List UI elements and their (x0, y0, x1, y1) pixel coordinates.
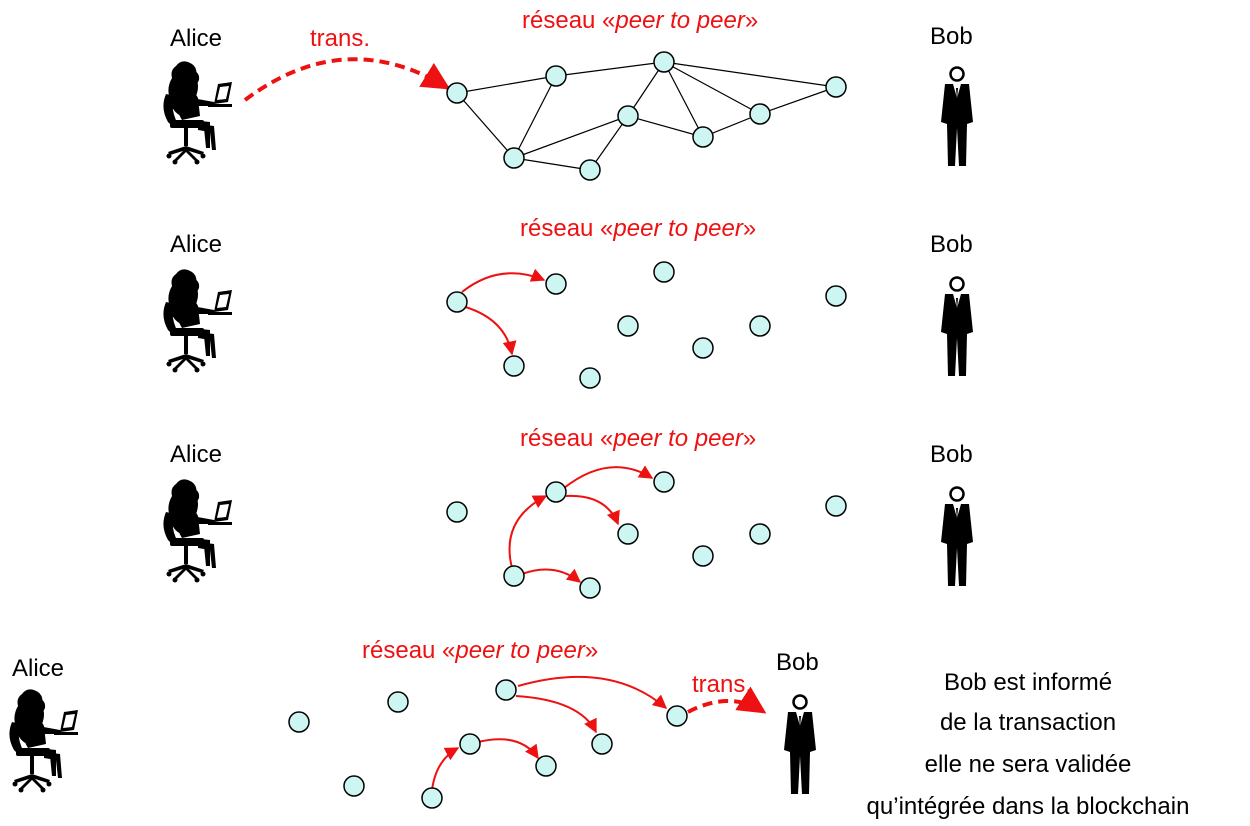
network-node (503, 355, 525, 377)
network-node (421, 787, 443, 809)
network-node (503, 565, 525, 587)
network-node (288, 711, 310, 733)
network-node (617, 315, 639, 337)
network-node (692, 337, 714, 359)
network-node (825, 76, 847, 98)
network-label: réseau «peer to peer» (520, 425, 756, 452)
network-node (446, 501, 468, 523)
person-at-computer-icon (163, 269, 232, 373)
standing-person-icon (939, 486, 975, 586)
network-node (545, 65, 567, 87)
alice-label: Alice (170, 231, 222, 258)
network-node (591, 733, 613, 755)
network-node (653, 51, 675, 73)
network-node (545, 481, 567, 503)
propagation-arrows (431, 675, 668, 791)
propagation-arrows (508, 465, 654, 583)
network-nodes (288, 679, 688, 809)
transfer-arrow-alice-to-network (243, 57, 451, 102)
network-node (749, 103, 771, 125)
note-line: qu’intégrée dans la blockchain (867, 793, 1190, 820)
network-node (749, 315, 771, 337)
network-node (459, 733, 481, 755)
network-node (446, 291, 468, 313)
propagation-arrows (461, 268, 546, 356)
person-at-computer-icon (9, 689, 78, 793)
note-line: de la transaction (940, 709, 1116, 736)
network-node (617, 523, 639, 545)
network-nodes (446, 471, 847, 599)
note-line: elle ne sera validée (925, 751, 1132, 778)
network-nodes (446, 261, 847, 389)
panel-1-broadcast: Alice réseau «peer to peer» trans. (163, 7, 975, 181)
panel-2-propagation: Alice réseau «peer to peer» Bob (163, 215, 975, 389)
standing-person-icon (939, 66, 975, 166)
network-node (343, 775, 365, 797)
bob-label: Bob (930, 231, 973, 258)
alice-label: Alice (170, 441, 222, 468)
bob-label: Bob (930, 23, 973, 50)
network-label: réseau «peer to peer» (520, 215, 756, 242)
transfer-arrow-network-to-bob (687, 686, 767, 714)
person-at-computer-icon (163, 61, 232, 165)
alice-label: Alice (12, 655, 64, 682)
network-node (825, 285, 847, 307)
bob-label: Bob (930, 441, 973, 468)
network-node (692, 126, 714, 148)
network-node (545, 273, 567, 295)
transfer-label: trans. (692, 671, 752, 698)
network-node (617, 105, 639, 127)
standing-person-icon (782, 694, 818, 794)
network-node (446, 82, 468, 104)
network-node (579, 159, 601, 181)
transfer-label: trans. (310, 25, 370, 52)
network-node (535, 755, 557, 777)
bob-label: Bob (776, 649, 819, 676)
final-note: Bob est informé de la transaction elle n… (867, 669, 1190, 820)
network-node (653, 261, 675, 283)
network-node (579, 367, 601, 389)
network-node (666, 705, 688, 727)
alice-label: Alice (170, 25, 222, 52)
network-node (749, 523, 771, 545)
network-node (503, 147, 525, 169)
network-node (653, 471, 675, 493)
standing-person-icon (939, 276, 975, 376)
network-label: réseau «peer to peer» (362, 637, 598, 664)
panel-4-bob-informed: Alice réseau «peer to peer» trans. Bob (9, 637, 1189, 820)
network-node (825, 495, 847, 517)
network-node (495, 679, 517, 701)
note-line: Bob est informé (944, 669, 1112, 696)
panel-3-propagation: Alice réseau «peer to peer» Bob (163, 425, 975, 599)
network-nodes (446, 51, 847, 181)
person-at-computer-icon (163, 479, 232, 583)
network-node (692, 545, 714, 567)
network-node (579, 577, 601, 599)
network-node (387, 691, 409, 713)
network-label: réseau «peer to peer» (522, 7, 758, 34)
